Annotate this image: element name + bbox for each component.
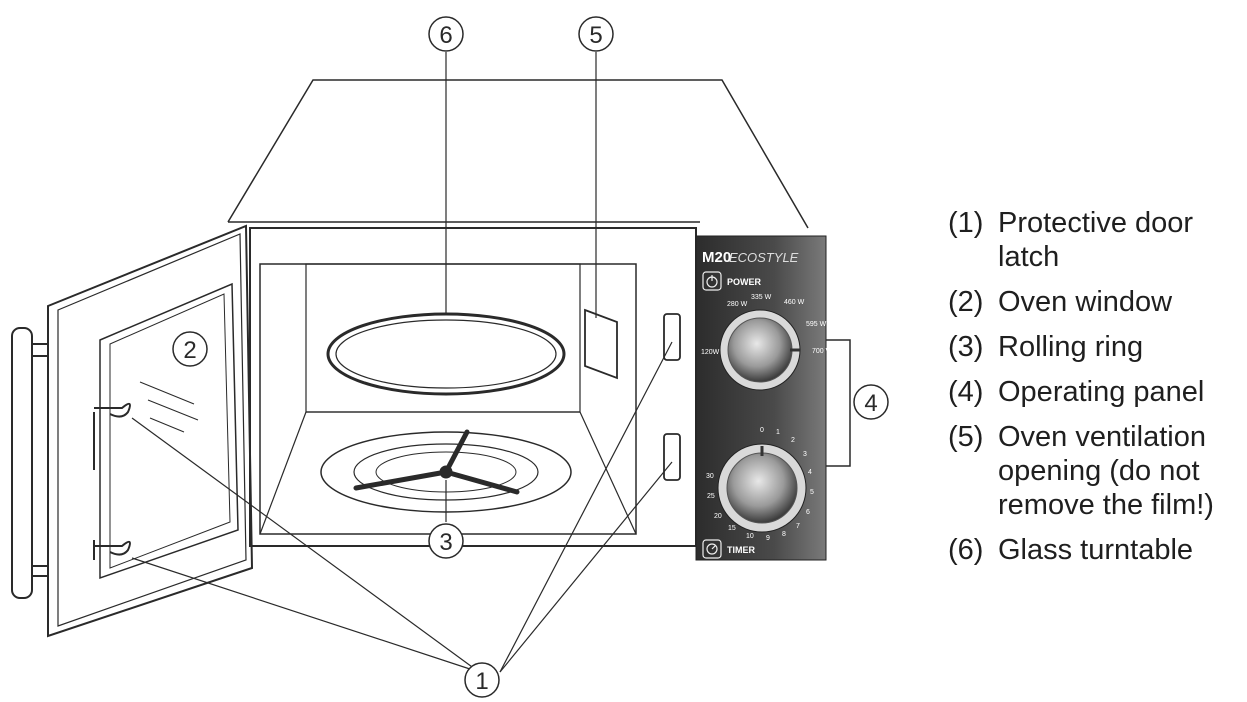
svg-text:120W: 120W	[701, 349, 720, 356]
panel-model: M20	[702, 249, 731, 266]
legend-item: (5)Oven ventilation opening (do not remo…	[948, 421, 1214, 521]
legend-item: (6)Glass turntable	[948, 534, 1194, 566]
svg-text:280 W: 280 W	[727, 301, 748, 308]
svg-text:595 W: 595 W	[806, 321, 827, 328]
parts-legend: (1)Protective door latch (2)Oven window …	[948, 206, 1238, 578]
svg-text:460 W: 460 W	[784, 299, 805, 306]
svg-text:1: 1	[475, 668, 488, 695]
svg-text:6: 6	[439, 22, 452, 49]
svg-text:2: 2	[791, 437, 795, 444]
svg-text:5: 5	[810, 489, 814, 496]
timer-knob[interactable]	[717, 443, 807, 533]
callout-3: 3	[428, 523, 464, 559]
panel-bracket	[826, 339, 851, 467]
callout-5: 5	[578, 16, 614, 52]
svg-text:30: 30	[706, 473, 714, 480]
legend-item: (1)Protective door latch	[948, 207, 1194, 273]
callout-1: 1	[464, 662, 500, 698]
power-dial-labels: 120W 280 W 335 W 460 W 595 W 700 W	[701, 294, 833, 356]
glass-turntable	[326, 312, 566, 396]
oven-door	[47, 224, 254, 638]
ventilation-opening	[584, 308, 618, 380]
svg-text:4: 4	[808, 469, 812, 476]
svg-text:9: 9	[766, 535, 770, 542]
svg-text:4: 4	[864, 390, 877, 417]
power-knob[interactable]	[719, 309, 801, 391]
svg-text:5: 5	[589, 22, 602, 49]
timer-label: TIMER	[727, 545, 755, 555]
svg-text:6: 6	[806, 509, 810, 516]
svg-text:1: 1	[776, 429, 780, 436]
power-icon	[702, 271, 722, 291]
timer-dial-labels: 0 1 2 3 4 5 6 7 8 9 10 15 20 25 30	[706, 427, 814, 542]
svg-text:15: 15	[728, 525, 736, 532]
housing-outline	[227, 79, 809, 229]
door-handle	[11, 327, 48, 599]
panel-series: ECOSTYLE	[729, 250, 799, 265]
callout-6: 6	[428, 16, 464, 52]
svg-text:8: 8	[782, 531, 786, 538]
latch-receivers	[663, 313, 681, 481]
svg-text:0: 0	[760, 427, 764, 434]
svg-text:3: 3	[439, 529, 452, 556]
svg-text:700 W: 700 W	[812, 348, 833, 355]
callout-2: 2	[172, 331, 208, 367]
svg-text:2: 2	[183, 337, 196, 364]
door-latches	[93, 402, 131, 560]
leader-lines	[131, 52, 673, 673]
legend-item: (3)Rolling ring	[948, 331, 1144, 363]
svg-text:10: 10	[746, 533, 754, 540]
timer-icon	[702, 539, 722, 559]
legend-item: (4)Operating panel	[948, 376, 1205, 408]
operating-panel: M20 ECOSTYLE POWER 120W 280 W 335 W 460 …	[695, 235, 833, 561]
svg-text:20: 20	[714, 513, 722, 520]
power-label: POWER	[727, 277, 762, 287]
svg-text:7: 7	[796, 523, 800, 530]
callout-4: 4	[853, 384, 889, 420]
svg-text:3: 3	[803, 451, 807, 458]
svg-text:25: 25	[707, 493, 715, 500]
svg-text:335 W: 335 W	[751, 294, 772, 301]
legend-item: (2)Oven window	[948, 286, 1173, 318]
